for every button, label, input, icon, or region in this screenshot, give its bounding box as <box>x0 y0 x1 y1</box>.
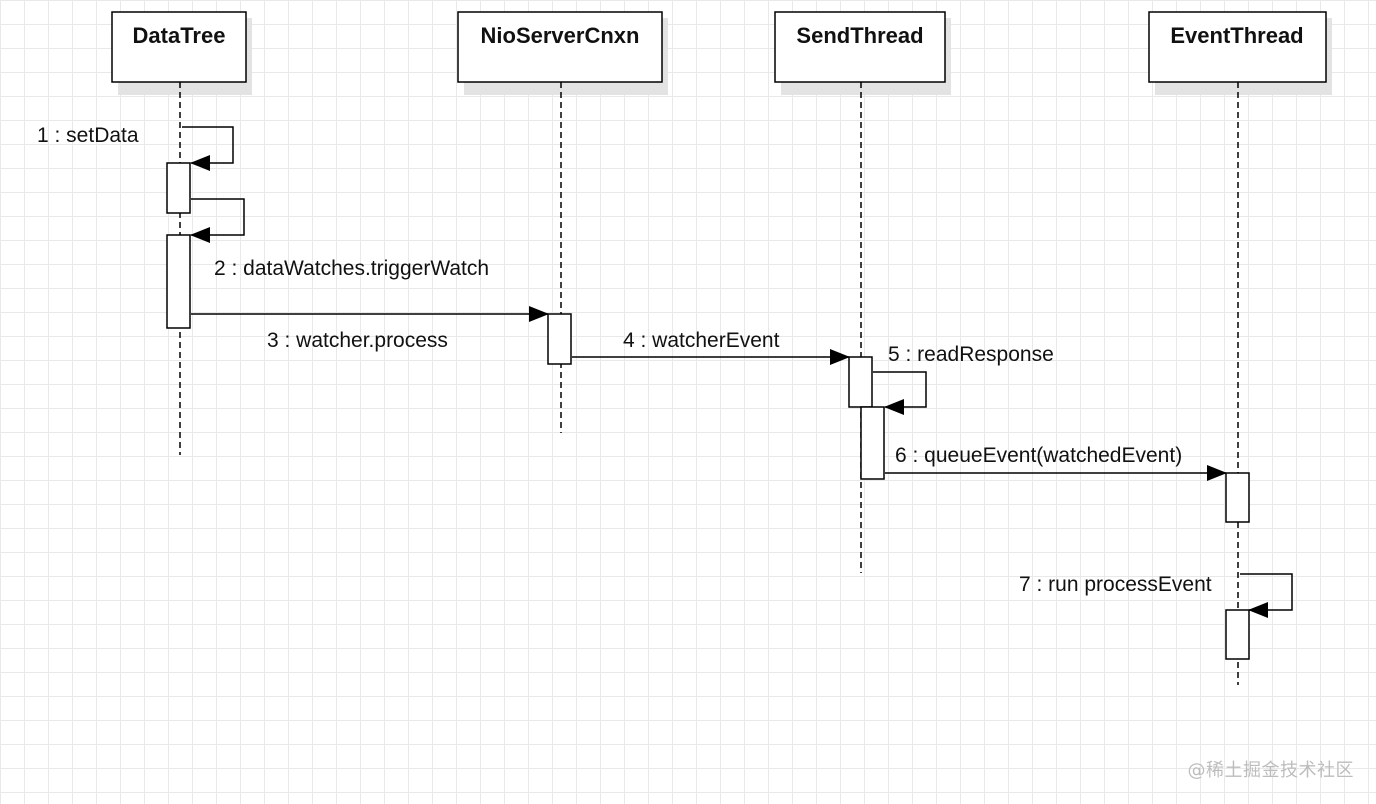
msg6-label: 6 : queueEvent(watchedEvent) <box>895 444 1182 467</box>
eventthread-header-box[interactable] <box>1148 11 1327 83</box>
msg5-arrow <box>873 371 927 415</box>
watermark: @稀土掘金技术社区 <box>1187 760 1354 781</box>
sendthread-activation-1 <box>848 356 873 408</box>
sendthread-activation-2 <box>860 406 885 480</box>
datatree-activation-2 <box>166 234 191 329</box>
msg1-label: 1 : setData <box>37 124 139 147</box>
msg5-label: 5 : readResponse <box>888 343 1054 366</box>
eventthread-activation-1 <box>1225 472 1250 523</box>
eventthread-header-label: EventThread <box>1170 23 1303 48</box>
msg3-label: 3 : watcher.process <box>267 329 448 352</box>
msg7-arrow <box>1240 573 1293 618</box>
nioservercnxn-activation <box>547 313 572 365</box>
datatree-header-box[interactable] <box>111 11 247 83</box>
msg4-label: 4 : watcherEvent <box>623 329 780 352</box>
sendthread-header-label: SendThread <box>796 23 923 48</box>
msg1-arrow <box>182 126 234 171</box>
msg2-arrow <box>190 198 245 243</box>
msg2-label: 2 : dataWatches.triggerWatch <box>214 257 489 280</box>
datatree-header-label: DataTree <box>133 23 226 48</box>
datatree-activation-1 <box>166 162 191 214</box>
eventthread-activation-2 <box>1225 609 1250 660</box>
msg7-label: 7 : run processEvent <box>1019 573 1212 596</box>
sendthread-header-box[interactable] <box>774 11 946 83</box>
nioservercnxn-header-label: NioServerCnxn <box>481 23 640 48</box>
nioservercnxn-header-box[interactable] <box>457 11 663 83</box>
